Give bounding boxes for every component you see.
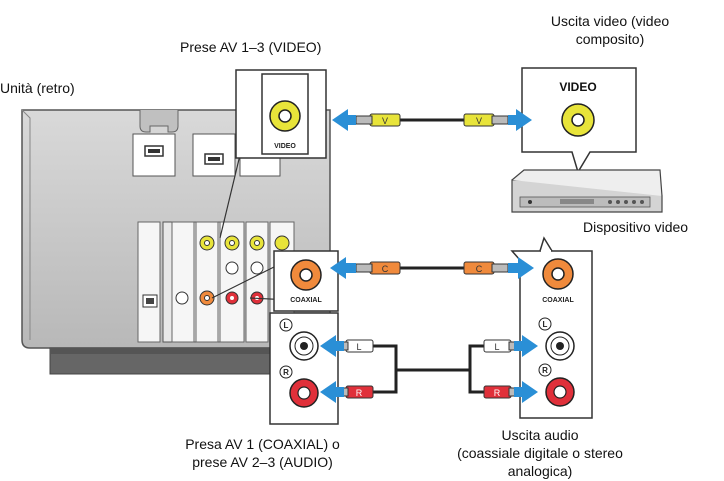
coaxial-plug-left-label: C: [382, 264, 389, 274]
video-cable: V V: [355, 113, 509, 127]
unit-rear-label: Unità (retro): [0, 80, 75, 96]
audio-output-label-line3: analogica): [507, 463, 573, 479]
device-audio-output-panel: COAXIAL L R: [510, 236, 593, 419]
zoom-unit-l-text: L: [284, 321, 289, 330]
arrow-audio-l-to-unit: [320, 335, 344, 357]
video-device-label: Dispositivo video: [583, 219, 689, 235]
arrow-audio-l-to-device: [514, 335, 538, 357]
device-l-text: L: [543, 320, 548, 329]
video-output-label-line2: composito): [575, 31, 645, 47]
device-video-text: VIDEO: [559, 80, 596, 94]
arrow-audio-r-to-unit: [320, 381, 344, 403]
video-device: [511, 169, 663, 213]
arrows: [320, 109, 538, 403]
coaxial-cable: C C: [355, 261, 509, 275]
arrow-audio-r-to-device: [514, 381, 538, 403]
av-jacks-video-label: Prese AV 1–3 (VIDEO): [180, 39, 322, 55]
right-plug-unit-label: R: [356, 388, 363, 398]
device-r-text: R: [542, 366, 548, 375]
unit-video-jack-3: [249, 235, 265, 251]
arrow-coaxial-to-device: [508, 257, 534, 279]
device-coaxial-text: COAXIAL: [542, 297, 574, 304]
av-input-label-line1: Presa AV 1 (COAXIAL) o: [185, 436, 340, 452]
coaxial-plug-right-label: C: [476, 264, 483, 274]
device-video-output-panel: VIDEO: [521, 67, 637, 174]
stereo-cable: L R L R: [335, 339, 522, 399]
arrow-coaxial-to-unit: [330, 257, 356, 279]
left-plug-device-label: L: [494, 342, 499, 352]
zoom-unit-coaxial-text: COAXIAL: [290, 297, 322, 304]
arrow-video-to-device: [508, 109, 532, 131]
left-plug-unit-label: L: [356, 342, 361, 352]
unit-video-jack-2: [224, 235, 240, 251]
unit-video-jack-1: [199, 235, 215, 251]
video-plug-left-label: V: [382, 116, 388, 126]
arrow-video-to-unit: [332, 109, 356, 131]
av-input-label-line2: prese AV 2–3 (AUDIO): [192, 454, 333, 470]
zoom-video-jack-text: VIDEO: [274, 143, 296, 150]
video-plug-right-label: V: [476, 116, 482, 126]
zoom-unit-r-text: R: [283, 368, 289, 377]
right-plug-device-label: R: [494, 388, 501, 398]
audio-output-label-line1: Uscita audio: [501, 427, 579, 443]
zoom-video-jack-panel: VIDEO: [235, 69, 327, 159]
audio-output-label-line2: (coassiale digitale o stereo: [457, 445, 623, 461]
zoom-unit-audio-panel: COAXIAL L R: [269, 250, 339, 425]
video-output-label-line1: Uscita video (video: [550, 13, 670, 29]
